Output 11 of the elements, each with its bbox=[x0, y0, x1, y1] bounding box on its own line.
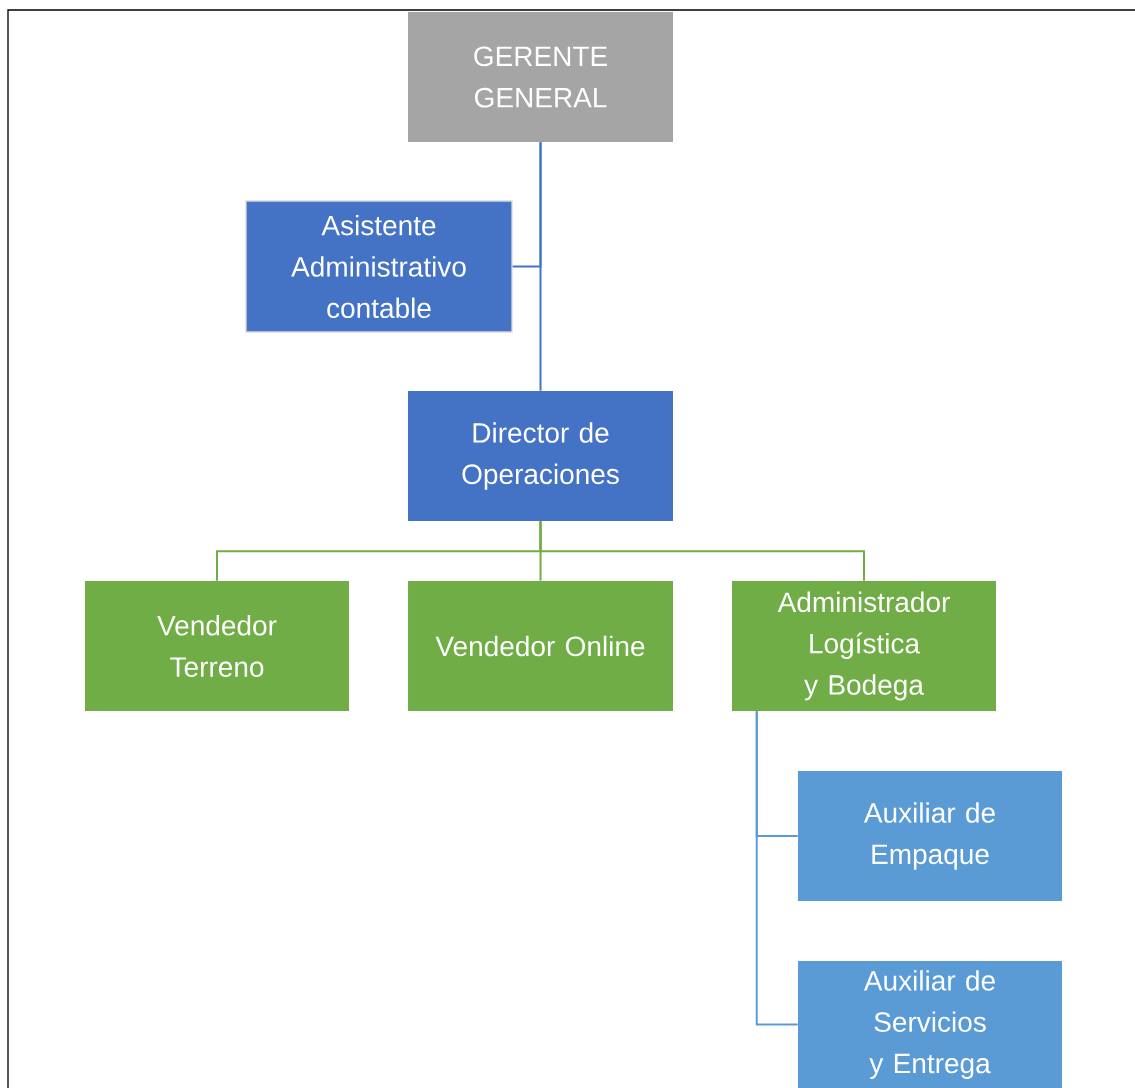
connector-line bbox=[539, 520, 865, 582]
position-box: Vendedor Online bbox=[408, 581, 673, 711]
position-box: Auxiliar de Servicios y Entrega bbox=[798, 961, 1062, 1088]
assistant-box: Asistente Administrativo contable bbox=[245, 200, 513, 333]
director-box: Director de Operaciones bbox=[408, 391, 673, 521]
manager-box: GERENTE GENERAL bbox=[408, 12, 673, 142]
position-box: Administrador Logística y Bodega bbox=[732, 581, 996, 711]
connector-line bbox=[755, 710, 799, 1026]
position-box: Vendedor Terreno bbox=[85, 581, 349, 711]
connector-line bbox=[539, 141, 542, 392]
position-box: Auxiliar de Empaque bbox=[798, 771, 1062, 901]
